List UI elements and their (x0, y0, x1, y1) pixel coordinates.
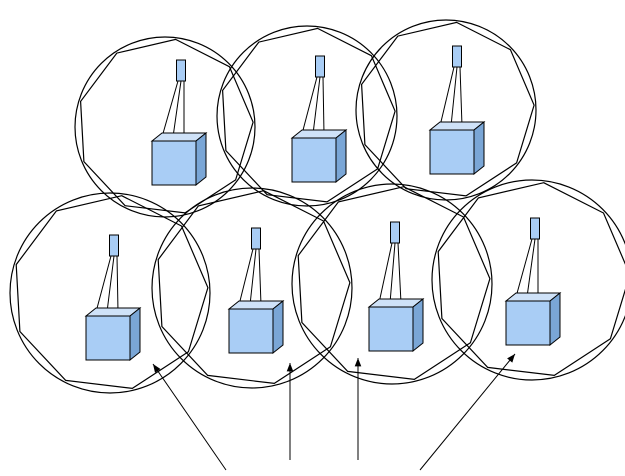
antenna-mast (95, 255, 119, 313)
base-station-icon (150, 131, 208, 187)
base-station-icon (227, 299, 285, 355)
coverage-polygon (437, 182, 625, 377)
cells-layer (9, 19, 625, 394)
pointer-arrow (354, 358, 362, 460)
antenna-mast (161, 80, 185, 138)
arrow-head-icon (354, 358, 362, 367)
coverage-circle (9, 192, 211, 394)
antenna-icon (176, 59, 186, 82)
arrow-head-icon (286, 363, 294, 372)
antenna-mast (238, 248, 262, 306)
cell-7 (431, 179, 625, 381)
coverage-polygon (360, 21, 535, 197)
pointer-arrow (152, 363, 227, 471)
antenna-mast (515, 238, 539, 298)
antenna-mast (301, 76, 325, 135)
coverage-circle (151, 187, 353, 389)
cell-4 (9, 192, 211, 394)
pointers-layer (152, 353, 516, 471)
antenna-icon (109, 234, 119, 257)
coverage-polygon (79, 38, 254, 214)
coverage-circle (291, 183, 493, 385)
antenna-icon (251, 227, 261, 250)
coverage-circle (216, 25, 398, 207)
antenna-mast (439, 66, 463, 127)
antenna-icon (315, 55, 325, 78)
antenna-icon (452, 45, 462, 68)
coverage-polygon (297, 186, 491, 381)
cell-1 (74, 36, 256, 218)
cell-6 (291, 183, 493, 385)
coverage-circle (431, 179, 625, 381)
base-station-icon (84, 306, 142, 362)
arrow-head-icon (153, 364, 161, 373)
base-station-icon (428, 120, 486, 176)
pointer-arrow (419, 353, 516, 471)
antenna-mast (378, 242, 402, 304)
cell-2 (216, 25, 398, 207)
cell-3 (355, 19, 537, 201)
pointer-arrow (286, 363, 294, 460)
antenna-icon (530, 217, 540, 240)
base-station-icon (290, 128, 348, 184)
coverage-polygon (157, 190, 351, 385)
antenna-icon (390, 221, 400, 244)
base-station-icon (367, 297, 425, 353)
arrow-head-icon (507, 354, 515, 363)
coverage-polygon (15, 195, 209, 390)
base-station-icon (504, 291, 562, 347)
cell-5 (151, 187, 353, 389)
